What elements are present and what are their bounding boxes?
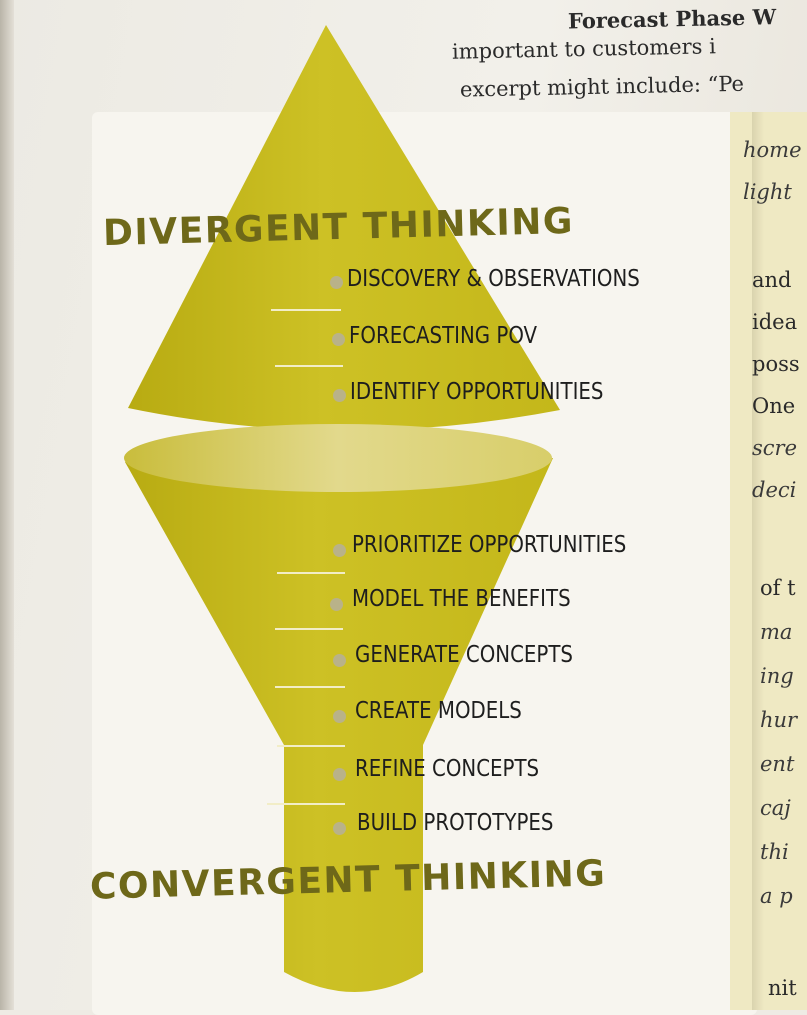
book-text-line: a p <box>760 884 793 908</box>
step-divider <box>275 686 345 688</box>
book-text-line: deci <box>752 478 797 502</box>
book-text-line: poss <box>752 352 800 376</box>
book-text-line: scre <box>752 436 798 460</box>
book-text-line: home <box>743 138 802 162</box>
step-divider <box>277 572 345 574</box>
funnel-rim-ellipse <box>124 424 552 492</box>
step-divider <box>275 365 343 367</box>
book-text-line: light <box>743 180 792 204</box>
book-text-line: of t <box>760 576 796 600</box>
book-text-line: idea <box>752 310 798 334</box>
convergent-step: REFINE CONCEPTS <box>355 756 540 782</box>
book-text-line: ing <box>760 664 794 688</box>
book-text-line: ma <box>760 620 793 644</box>
page-edge-shadow <box>752 112 764 1010</box>
book-text-line: thi <box>760 840 789 864</box>
step-divider <box>267 803 345 805</box>
book-text-line: ent <box>760 752 795 776</box>
divergent-step: IDENTIFY OPPORTUNITIES <box>350 379 604 405</box>
highlight-band <box>730 112 807 1010</box>
step-divider <box>275 628 343 630</box>
divergent-step: DISCOVERY & OBSERVATIONS <box>347 266 640 292</box>
book-gutter-shadow <box>0 0 14 1010</box>
bullet-dot <box>333 768 346 781</box>
book-text-line: nit <box>768 976 797 1000</box>
bullet-dot <box>330 276 343 289</box>
convergent-step: MODEL THE BENEFITS <box>352 586 571 612</box>
step-divider <box>271 309 341 311</box>
step-divider <box>277 745 345 747</box>
convergent-step: GENERATE CONCEPTS <box>355 642 573 668</box>
bullet-dot <box>333 544 346 557</box>
divergent-cone <box>128 25 560 431</box>
bullet-dot <box>333 822 346 835</box>
convergent-funnel <box>125 458 553 992</box>
bullet-dot <box>333 710 346 723</box>
bullet-dot <box>333 654 346 667</box>
divergent-step: FORECASTING POV <box>349 323 538 349</box>
convergent-step: CREATE MODELS <box>355 698 522 724</box>
book-text-line: and <box>752 268 792 292</box>
bullet-dot <box>332 333 345 346</box>
bullet-dot <box>330 598 343 611</box>
convergent-step: BUILD PROTOTYPES <box>357 810 554 836</box>
book-text-line: caj <box>760 796 791 820</box>
convergent-step: PRIORITIZE OPPORTUNITIES <box>352 532 627 558</box>
bullet-dot <box>333 389 346 402</box>
book-text-line: One <box>752 394 796 418</box>
book-text-line: hur <box>760 708 798 732</box>
